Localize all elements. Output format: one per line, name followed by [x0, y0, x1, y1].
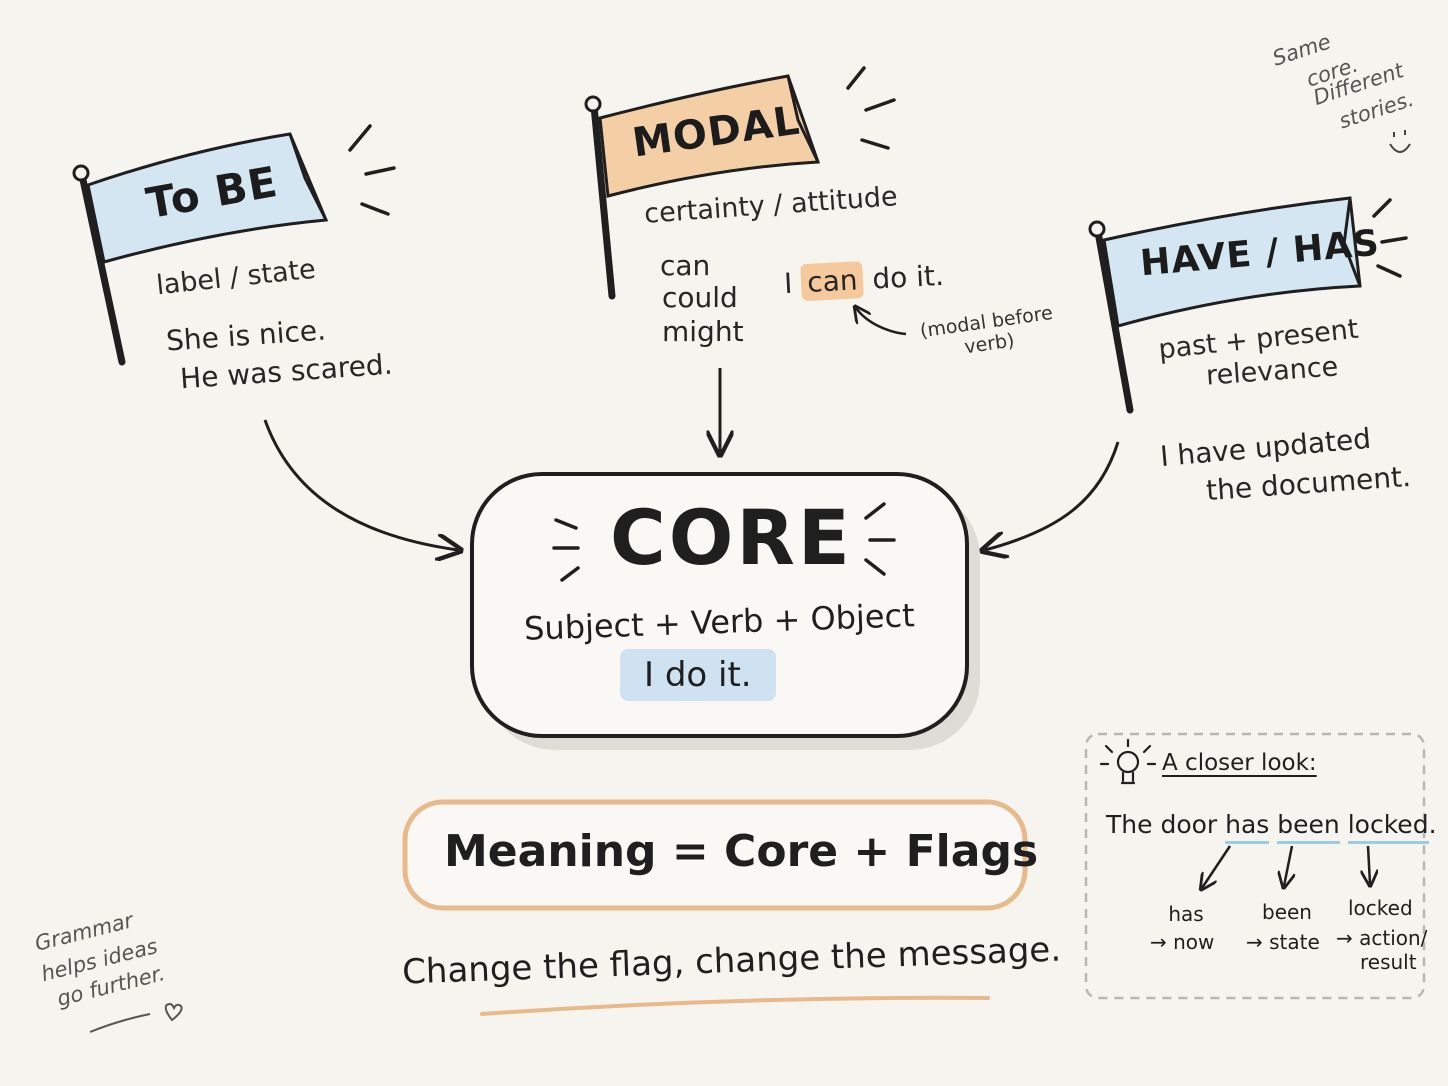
arrow-to-be-to-core — [263, 419, 458, 550]
flag-pole-knob — [72, 164, 90, 182]
closer-look-word-been: been — [1277, 810, 1340, 844]
arrow-locked — [1368, 845, 1370, 884]
core-box — [470, 472, 969, 738]
equation-box — [402, 799, 1028, 911]
modal-word-might: might — [662, 315, 744, 348]
closer-look-explain-been-word: been — [1262, 900, 1312, 924]
closer-look-explain-has-meaning: → now — [1150, 930, 1215, 954]
heart-icon — [164, 1002, 183, 1022]
flag-pole — [590, 102, 616, 300]
flag-have-has — [1088, 196, 1408, 414]
flag-pole — [1094, 228, 1134, 414]
modal-word-could: could — [662, 281, 738, 314]
motion-lines — [1372, 198, 1408, 278]
closer-look-sentence-pre: The door — [1106, 810, 1218, 839]
arrow-has — [1202, 845, 1232, 888]
arrow-been — [1284, 845, 1292, 886]
core-example: I do it. — [620, 649, 776, 701]
flag-pole-knob — [1088, 220, 1106, 238]
arrow-have-has-to-core — [985, 441, 1120, 550]
modal-example-post: do it. — [871, 258, 945, 296]
closer-look-explain-locked-meaning: → action/ — [1336, 926, 1428, 950]
modal-example: I can do it. — [783, 258, 945, 302]
flag-pole — [78, 171, 126, 366]
smiley-icon — [1389, 143, 1411, 153]
arrow-modal-note — [856, 308, 907, 336]
note-underline — [89, 1013, 151, 1033]
closer-look-box — [1084, 732, 1426, 1000]
modal-example-highlight: can — [800, 261, 865, 302]
flag-to-be — [72, 124, 396, 366]
closer-look-word-has: has — [1225, 810, 1270, 844]
equation-text: Meaning = Core + Flags — [444, 826, 1039, 877]
closer-look-sentence: The door has been locked. — [1106, 810, 1437, 844]
core-title: CORE — [610, 493, 853, 582]
modal-example-pre: I — [783, 266, 794, 301]
closer-look-explain-been-meaning: → state — [1246, 930, 1320, 954]
closer-look-explain-locked-meaning-2: result — [1360, 950, 1417, 974]
flag-modal — [584, 66, 896, 300]
flag-pole-knob — [584, 95, 602, 113]
modal-word-can: can — [660, 249, 711, 282]
tagline-underline — [480, 995, 990, 1016]
motion-lines — [846, 66, 896, 150]
core-example-wrap: I do it. — [620, 649, 776, 701]
closer-look-word-locked: locked — [1347, 810, 1429, 844]
motion-lines — [348, 124, 396, 216]
lightbulb-icon — [1099, 738, 1157, 785]
closer-look-explain-has-word: has — [1168, 902, 1204, 926]
closer-look-title: A closer look: — [1162, 750, 1317, 776]
core-spark-lines — [552, 502, 896, 582]
closer-look-explain-locked-word: locked — [1348, 896, 1413, 920]
closer-look-sentence-end: . — [1428, 810, 1437, 839]
